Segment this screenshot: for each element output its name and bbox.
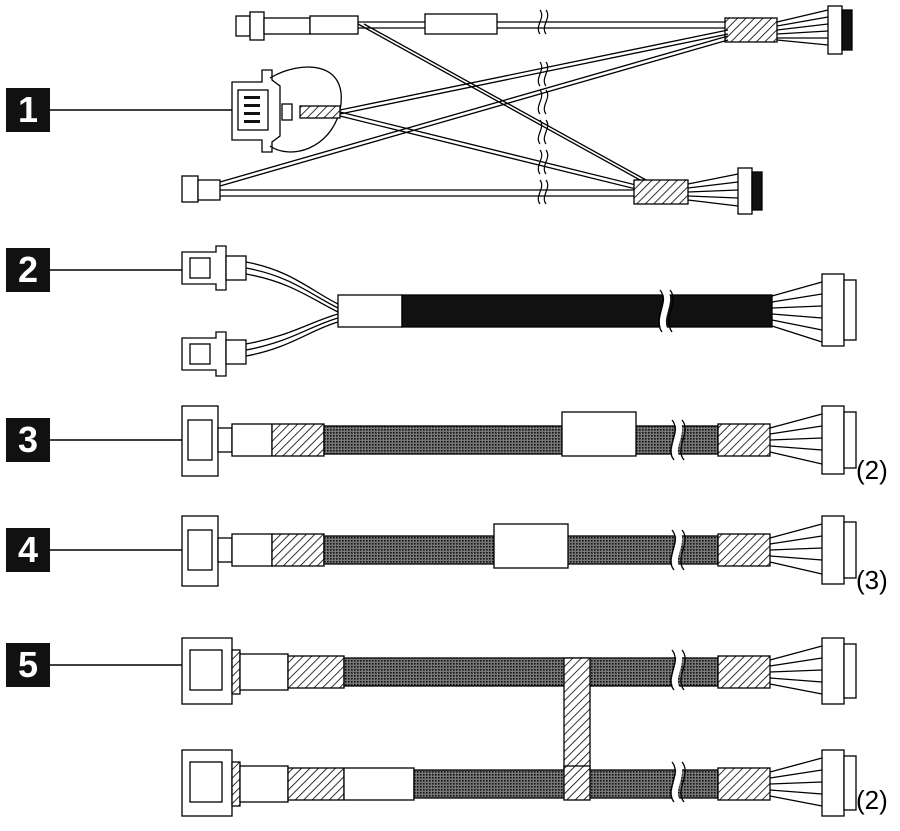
leader-lines xyxy=(50,109,232,666)
cable-5 xyxy=(181,637,857,817)
callout-4: 4 xyxy=(6,528,50,572)
callout-1: 1 xyxy=(6,88,50,132)
cable-4 xyxy=(181,515,857,587)
callout-2: 2 xyxy=(6,248,50,292)
quantity-label-cable-5: (2) xyxy=(856,785,888,815)
callout-3: 3 xyxy=(6,418,50,462)
cable-1 xyxy=(181,5,853,215)
cable-3 xyxy=(181,405,857,477)
callout-5: 5 xyxy=(6,643,50,687)
quantity-label-cable-3: (2) xyxy=(856,455,888,485)
cable-2 xyxy=(181,245,857,377)
quantity-label-cable-4: (3) xyxy=(856,565,888,595)
